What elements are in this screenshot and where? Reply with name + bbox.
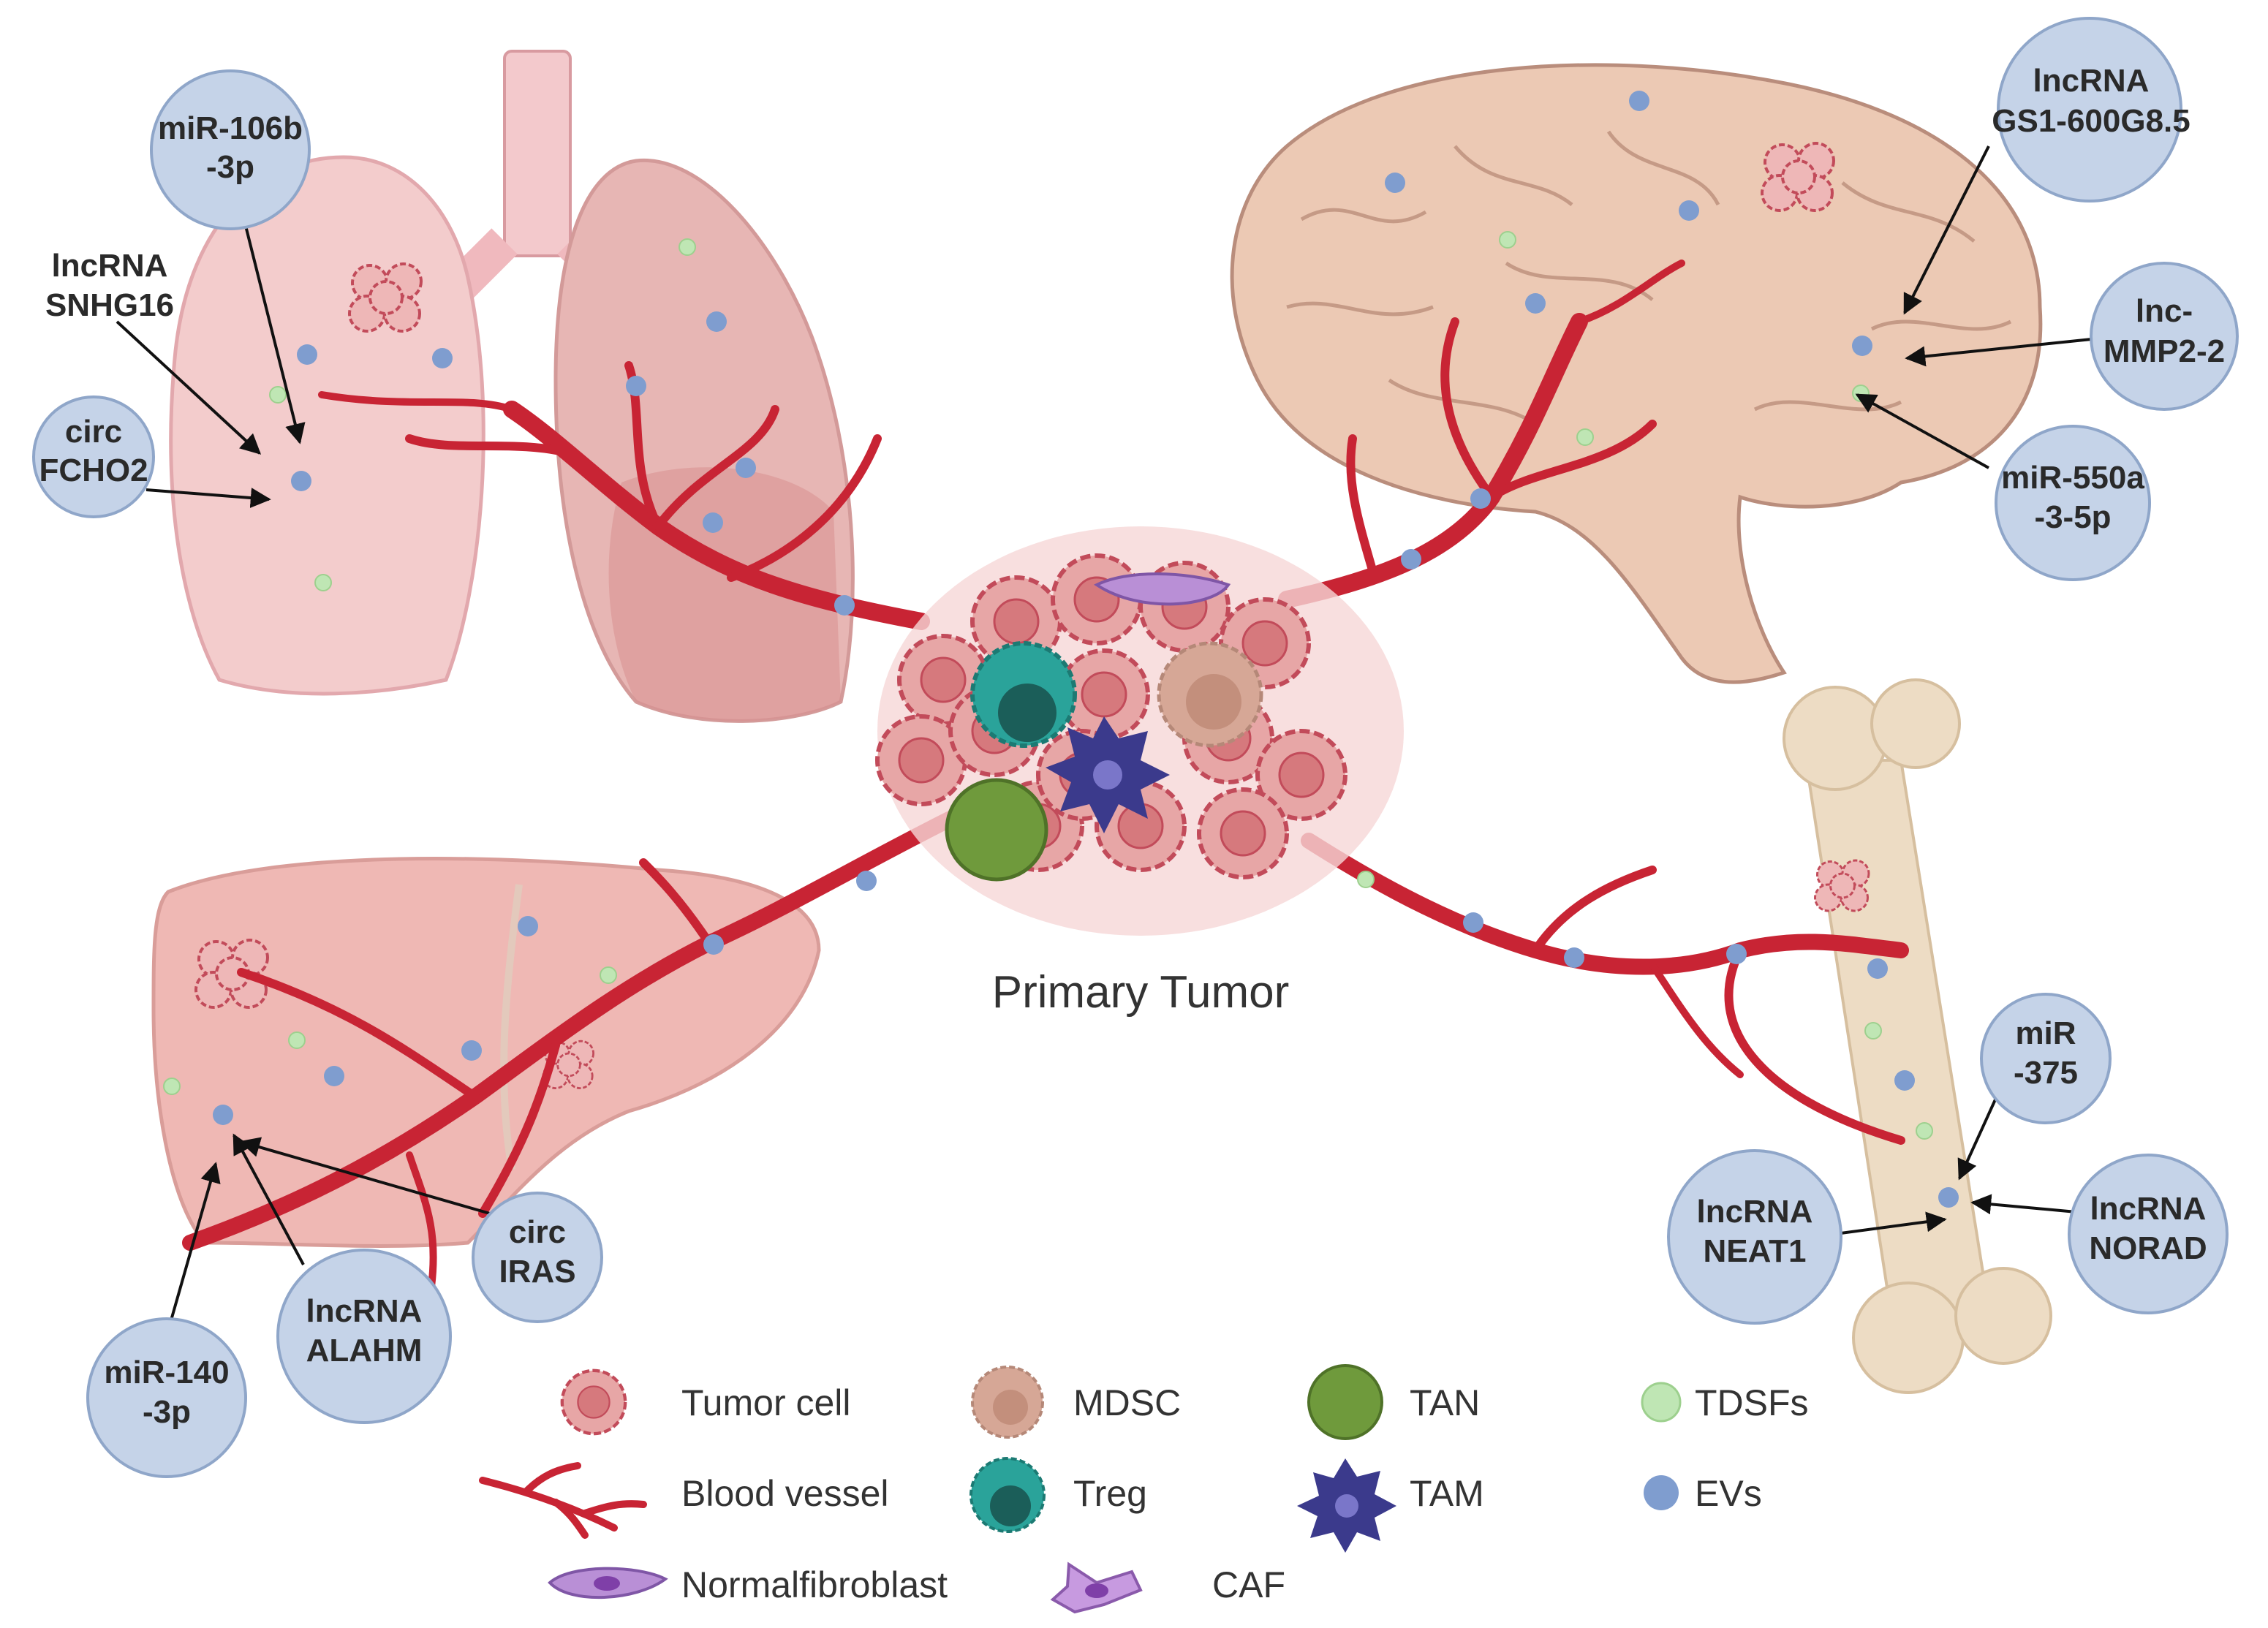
legend-mdsc: MDSC	[971, 1366, 1181, 1439]
svg-text:TAM: TAM	[1410, 1473, 1484, 1514]
liver	[151, 857, 821, 1248]
brain-metastasis	[1761, 142, 1835, 212]
svg-text:miR: miR	[2015, 1015, 2076, 1051]
bubble-iras: circ IRAS	[472, 1192, 603, 1323]
bubble-mir-106b: miR-106b -3p	[150, 69, 311, 230]
svg-text:lncRNA: lncRNA	[2090, 1191, 2207, 1227]
legend-treg: Treg	[969, 1457, 1147, 1533]
svg-text:-3-5p: -3-5p	[2034, 499, 2111, 535]
bubble-norad: lncRNA NORAD	[2068, 1154, 2229, 1314]
svg-text:circ: circ	[509, 1214, 566, 1250]
primary-treg	[970, 641, 1077, 748]
legend-tdsfs: TDSFs	[1641, 1382, 1809, 1423]
svg-text:Normalfibroblast: Normalfibroblast	[681, 1564, 948, 1605]
blood-vessels	[182, 260, 1909, 1290]
legend-evs: EVs	[1644, 1473, 1762, 1514]
bubble-mir-140: miR-140 -3p	[86, 1317, 247, 1478]
svg-text:EVs: EVs	[1695, 1473, 1762, 1514]
svg-text:-375: -375	[2014, 1055, 2078, 1091]
svg-text:lnc-: lnc-	[2136, 293, 2193, 329]
primary-tumor: Primary Tumor	[877, 526, 1404, 1018]
tdsf-dots	[163, 231, 1933, 1140]
legend-caf: CAF	[1050, 1561, 1285, 1614]
bubble-mir-375: miR -375	[1980, 993, 2112, 1124]
bone-metastasis	[1814, 859, 1870, 912]
legend-normal-fibroblast: Normalfibroblast	[548, 1564, 948, 1605]
ev-dots	[213, 91, 1959, 1208]
bone	[1783, 678, 2052, 1394]
legend-tan: TAN	[1307, 1364, 1480, 1440]
svg-text:TDSFs: TDSFs	[1695, 1382, 1809, 1423]
svg-text:Blood vessel: Blood vessel	[681, 1473, 889, 1514]
svg-text:circ: circ	[65, 414, 122, 450]
legend-tumor-cell: Tumor cell	[562, 1371, 851, 1434]
svg-text:lncRNA: lncRNA	[52, 248, 168, 284]
primary-tam	[1046, 716, 1170, 833]
rna-bubbles: miR-106b -3p lncRNA SNHG16 circ FCHO2 ln…	[32, 17, 2239, 1478]
svg-text:lncRNA: lncRNA	[306, 1293, 423, 1329]
svg-text:miR-550a: miR-550a	[2001, 460, 2144, 496]
liver-shape	[151, 857, 821, 1248]
bubble-mir-550a: miR-550a -3-5p	[1995, 425, 2151, 581]
legend-blood-vessel: Blood vessel	[479, 1462, 889, 1539]
svg-text:SNHG16: SNHG16	[45, 287, 174, 323]
left-lung	[169, 155, 485, 696]
svg-text:FCHO2: FCHO2	[39, 453, 148, 488]
trachea	[503, 50, 572, 257]
svg-text:NORAD: NORAD	[2089, 1230, 2207, 1266]
svg-text:lncRNA: lncRNA	[2033, 63, 2150, 99]
svg-text:Tumor cell: Tumor cell	[681, 1382, 851, 1423]
primary-mdsc	[1157, 641, 1263, 748]
svg-text:NEAT1: NEAT1	[1704, 1233, 1807, 1269]
primary-tan	[945, 778, 1048, 882]
legend: Tumor cell MDSC TAN TDSFs Blood vessel T…	[479, 1364, 1809, 1614]
primary-fibroblast	[1094, 572, 1231, 606]
svg-text:GS1-600G8.5: GS1-600G8.5	[1992, 103, 2190, 139]
svg-text:CAF: CAF	[1212, 1564, 1285, 1605]
svg-text:MMP2-2: MMP2-2	[2103, 333, 2225, 369]
primary-tumor-label: Primary Tumor	[992, 967, 1289, 1018]
svg-text:ALAHM: ALAHM	[306, 1333, 423, 1368]
bubble-fcho2: circ FCHO2	[32, 395, 155, 518]
svg-text:MDSC: MDSC	[1073, 1382, 1181, 1423]
bubble-gs1-600g8-5: lncRNA GS1-600G8.5	[1992, 17, 2190, 202]
svg-text:Treg: Treg	[1073, 1473, 1147, 1514]
svg-text:IRAS: IRAS	[499, 1254, 575, 1290]
svg-text:miR-106b: miR-106b	[158, 110, 303, 146]
bubble-mmp2-2: lnc- MMP2-2	[2090, 262, 2239, 411]
svg-text:miR-140: miR-140	[104, 1355, 229, 1390]
svg-text:TAN: TAN	[1410, 1382, 1480, 1423]
lung-metastasis	[348, 262, 423, 333]
svg-text:-3p: -3p	[206, 149, 254, 185]
bubble-neat1: lncRNA NEAT1	[1667, 1149, 1842, 1325]
svg-text:lncRNA: lncRNA	[1697, 1194, 1813, 1230]
svg-text:-3p: -3p	[143, 1394, 191, 1430]
bubble-snhg16: lncRNA SNHG16	[45, 248, 174, 323]
bubble-alahm: lncRNA ALAHM	[276, 1249, 452, 1424]
legend-tam: TAM	[1297, 1458, 1484, 1553]
arrows	[116, 145, 2106, 1331]
